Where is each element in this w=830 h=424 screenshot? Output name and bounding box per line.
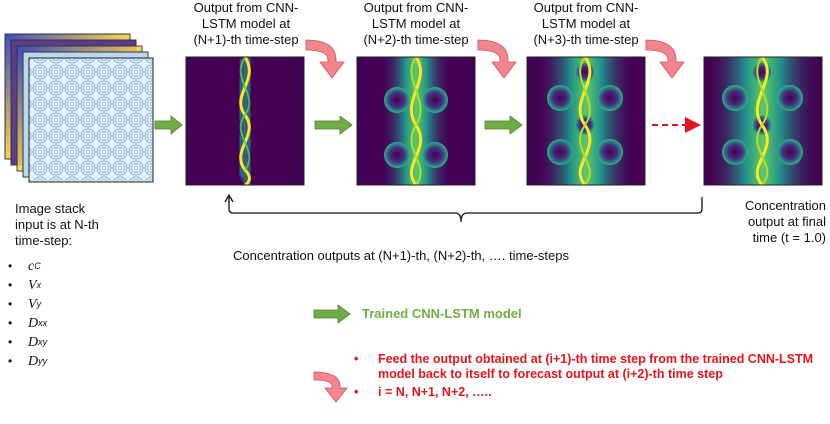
legend-green-arrow	[313, 304, 351, 324]
brace-arrow-tip	[224, 193, 234, 203]
final-output-image	[704, 57, 822, 185]
output-image-n-plus-1	[186, 57, 304, 185]
legend-pink-arrow	[313, 371, 348, 403]
final-output-label: Concentration output at final time (t = …	[745, 198, 826, 245]
output-label-n-plus-2: Output from CNN- LSTM model at (N+2)-th …	[363, 0, 469, 47]
output-image-n-plus-2	[357, 57, 475, 185]
legend-model-label: Trained CNN-LSTM model	[362, 306, 522, 321]
pink-feedback-arrow-2	[477, 39, 517, 79]
output-label-n-plus-1: Output from CNN- LSTM model at (N+1)-th …	[193, 0, 299, 47]
pink-feedback-arrow-1	[305, 39, 345, 79]
output-label-n-plus-3: Output from CNN- LSTM model at (N+3)-th …	[533, 0, 639, 47]
output-image-n-plus-3	[527, 57, 645, 185]
green-arrow-3	[484, 115, 523, 135]
input-image-stack	[4, 33, 154, 183]
brace-label: Concentration outputs at (N+1)-th, (N+2)…	[233, 248, 569, 263]
feedback-bullet: •i = N, N+1, N+2, …..	[354, 385, 492, 399]
curly-brace	[228, 197, 703, 223]
input-stack-label: Image stack input is at N-th time-step:	[15, 201, 99, 248]
feedback-bullet-list: •Feed the output obtained at (i+1)-th ti…	[354, 352, 814, 400]
green-arrow-1	[154, 115, 183, 135]
feedback-bullet: •Feed the output obtained at (i+1)-th ti…	[354, 352, 814, 381]
green-arrow-2	[314, 115, 353, 135]
pink-feedback-arrow-3	[645, 39, 685, 79]
